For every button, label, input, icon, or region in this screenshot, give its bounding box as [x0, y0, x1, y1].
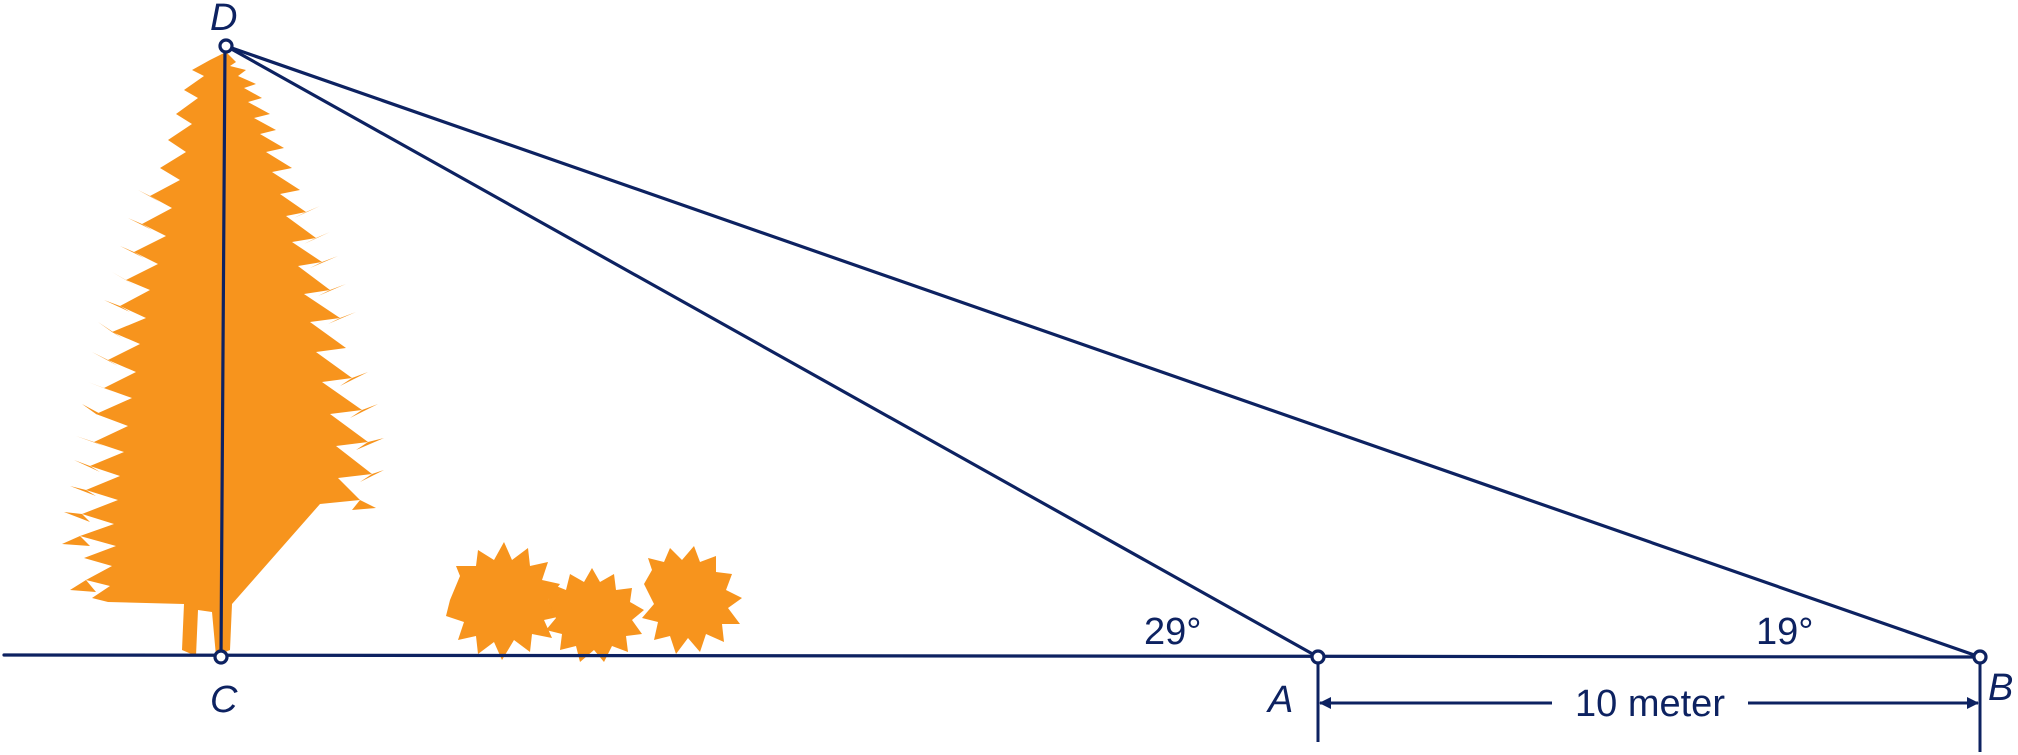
label-point-c: C [210, 679, 238, 721]
vertex-c [213, 649, 229, 665]
angle-label-a: 29° [1144, 611, 1201, 653]
label-point-b: B [1988, 667, 2013, 709]
dimension-label: 10 meter [1575, 683, 1725, 725]
ground-line [2, 653, 1982, 659]
label-point-d: D [210, 0, 237, 39]
segment-da [224, 44, 1320, 659]
segment-cd [219, 44, 227, 659]
segment-db [224, 44, 1982, 659]
vertex-a [1310, 649, 1326, 665]
vertex-b [1972, 649, 1988, 665]
angle-label-b: 19° [1756, 611, 1813, 653]
fir-tree-illustration [62, 52, 742, 662]
vertex-d [218, 38, 234, 54]
label-point-a: A [1266, 679, 1293, 721]
